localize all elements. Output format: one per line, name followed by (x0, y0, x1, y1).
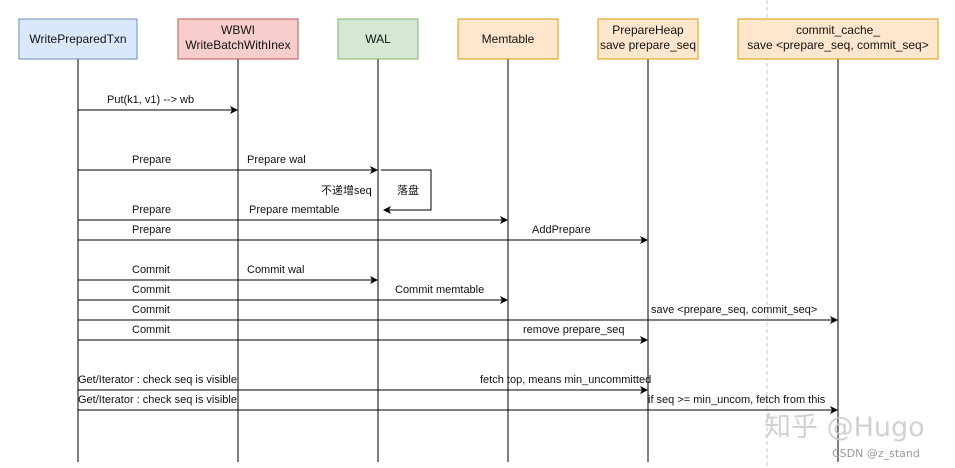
message-label: Get/Iterator : check seq is visible (78, 374, 237, 386)
participant-label: WritePreparedTxn (29, 32, 126, 46)
participant-wal: WAL (337, 18, 419, 60)
self-call-arrow (381, 169, 432, 214)
message-label: remove prepare_seq (523, 324, 625, 336)
message-label: Prepare (132, 204, 171, 216)
message-1: Put(k1, v1) --> wb (78, 94, 238, 114)
message-label: 落盘 (397, 183, 419, 197)
message-label: Commit wal (247, 264, 304, 276)
message-6: Commit Commit wal (78, 264, 378, 284)
message-2: Prepare Prepare wal (78, 154, 378, 174)
participant-label: WriteBatchWithInex (185, 38, 290, 52)
message-label: Commit (132, 324, 170, 336)
participant-label: WAL (365, 32, 391, 46)
message-7: Commit Commit memtable (78, 284, 508, 304)
message-label: Get/Iterator : check seq is visible (78, 394, 237, 406)
message-3: 不递增seq 落盘 (321, 169, 432, 214)
message-label: 不递增seq (321, 183, 372, 197)
message-label: save <prepare_seq, commit_seq> (651, 304, 817, 316)
participant-label: commit_cache_ (796, 23, 880, 37)
message-4: Prepare Prepare memtable (78, 204, 508, 224)
message-9: Commit remove prepare_seq (78, 324, 648, 344)
message-label: Commit (132, 264, 170, 276)
message-label: Prepare memtable (249, 204, 340, 216)
participant-box-cache (737, 18, 939, 60)
message-8: Commit save <prepare_seq, commit_seq> (78, 304, 838, 324)
participant-label: save prepare_seq (600, 38, 696, 52)
participant-label: WBWI (221, 23, 255, 37)
participant-label: Memtable (482, 32, 535, 46)
message-label: Prepare (132, 224, 171, 236)
message-10: Get/Iterator : check seq is visible fetch… (78, 374, 651, 394)
message-label: fetch top, means min_uncommitted (480, 374, 651, 386)
message-label: Commit (132, 304, 170, 316)
watermark-main: 知乎 @Hugo (764, 412, 925, 443)
message-11: Get/Iterator : check seq is visible if se… (78, 394, 838, 414)
participant-label: PrepareHeap (612, 23, 684, 37)
message-label: AddPrepare (532, 224, 591, 236)
participant-txn: WritePreparedTxn (18, 18, 138, 60)
participant-box-heap (597, 18, 699, 60)
watermark-credit: CSDN @z_stand (832, 447, 920, 460)
participant-memtable: Memtable (457, 18, 559, 60)
message-5: Prepare AddPrepare (78, 224, 648, 244)
message-label: if seq >= min_uncom, fetch from this (648, 394, 826, 406)
participant-box-wbwi (177, 18, 299, 60)
message-label: Prepare (132, 154, 171, 166)
message-label: Put(k1, v1) --> wb (107, 94, 194, 106)
participant-box-memtable (457, 18, 559, 60)
participant-box-txn (18, 18, 138, 60)
message-label: Commit memtable (395, 284, 484, 296)
message-label: Commit (132, 284, 170, 296)
participant-box-wal (337, 18, 419, 60)
participant-label: save <prepare_seq, commit_seq> (747, 38, 928, 52)
participant-cache: commit_cache_save <prepare_seq, commit_s… (737, 18, 939, 60)
message-label: Prepare wal (247, 154, 306, 166)
